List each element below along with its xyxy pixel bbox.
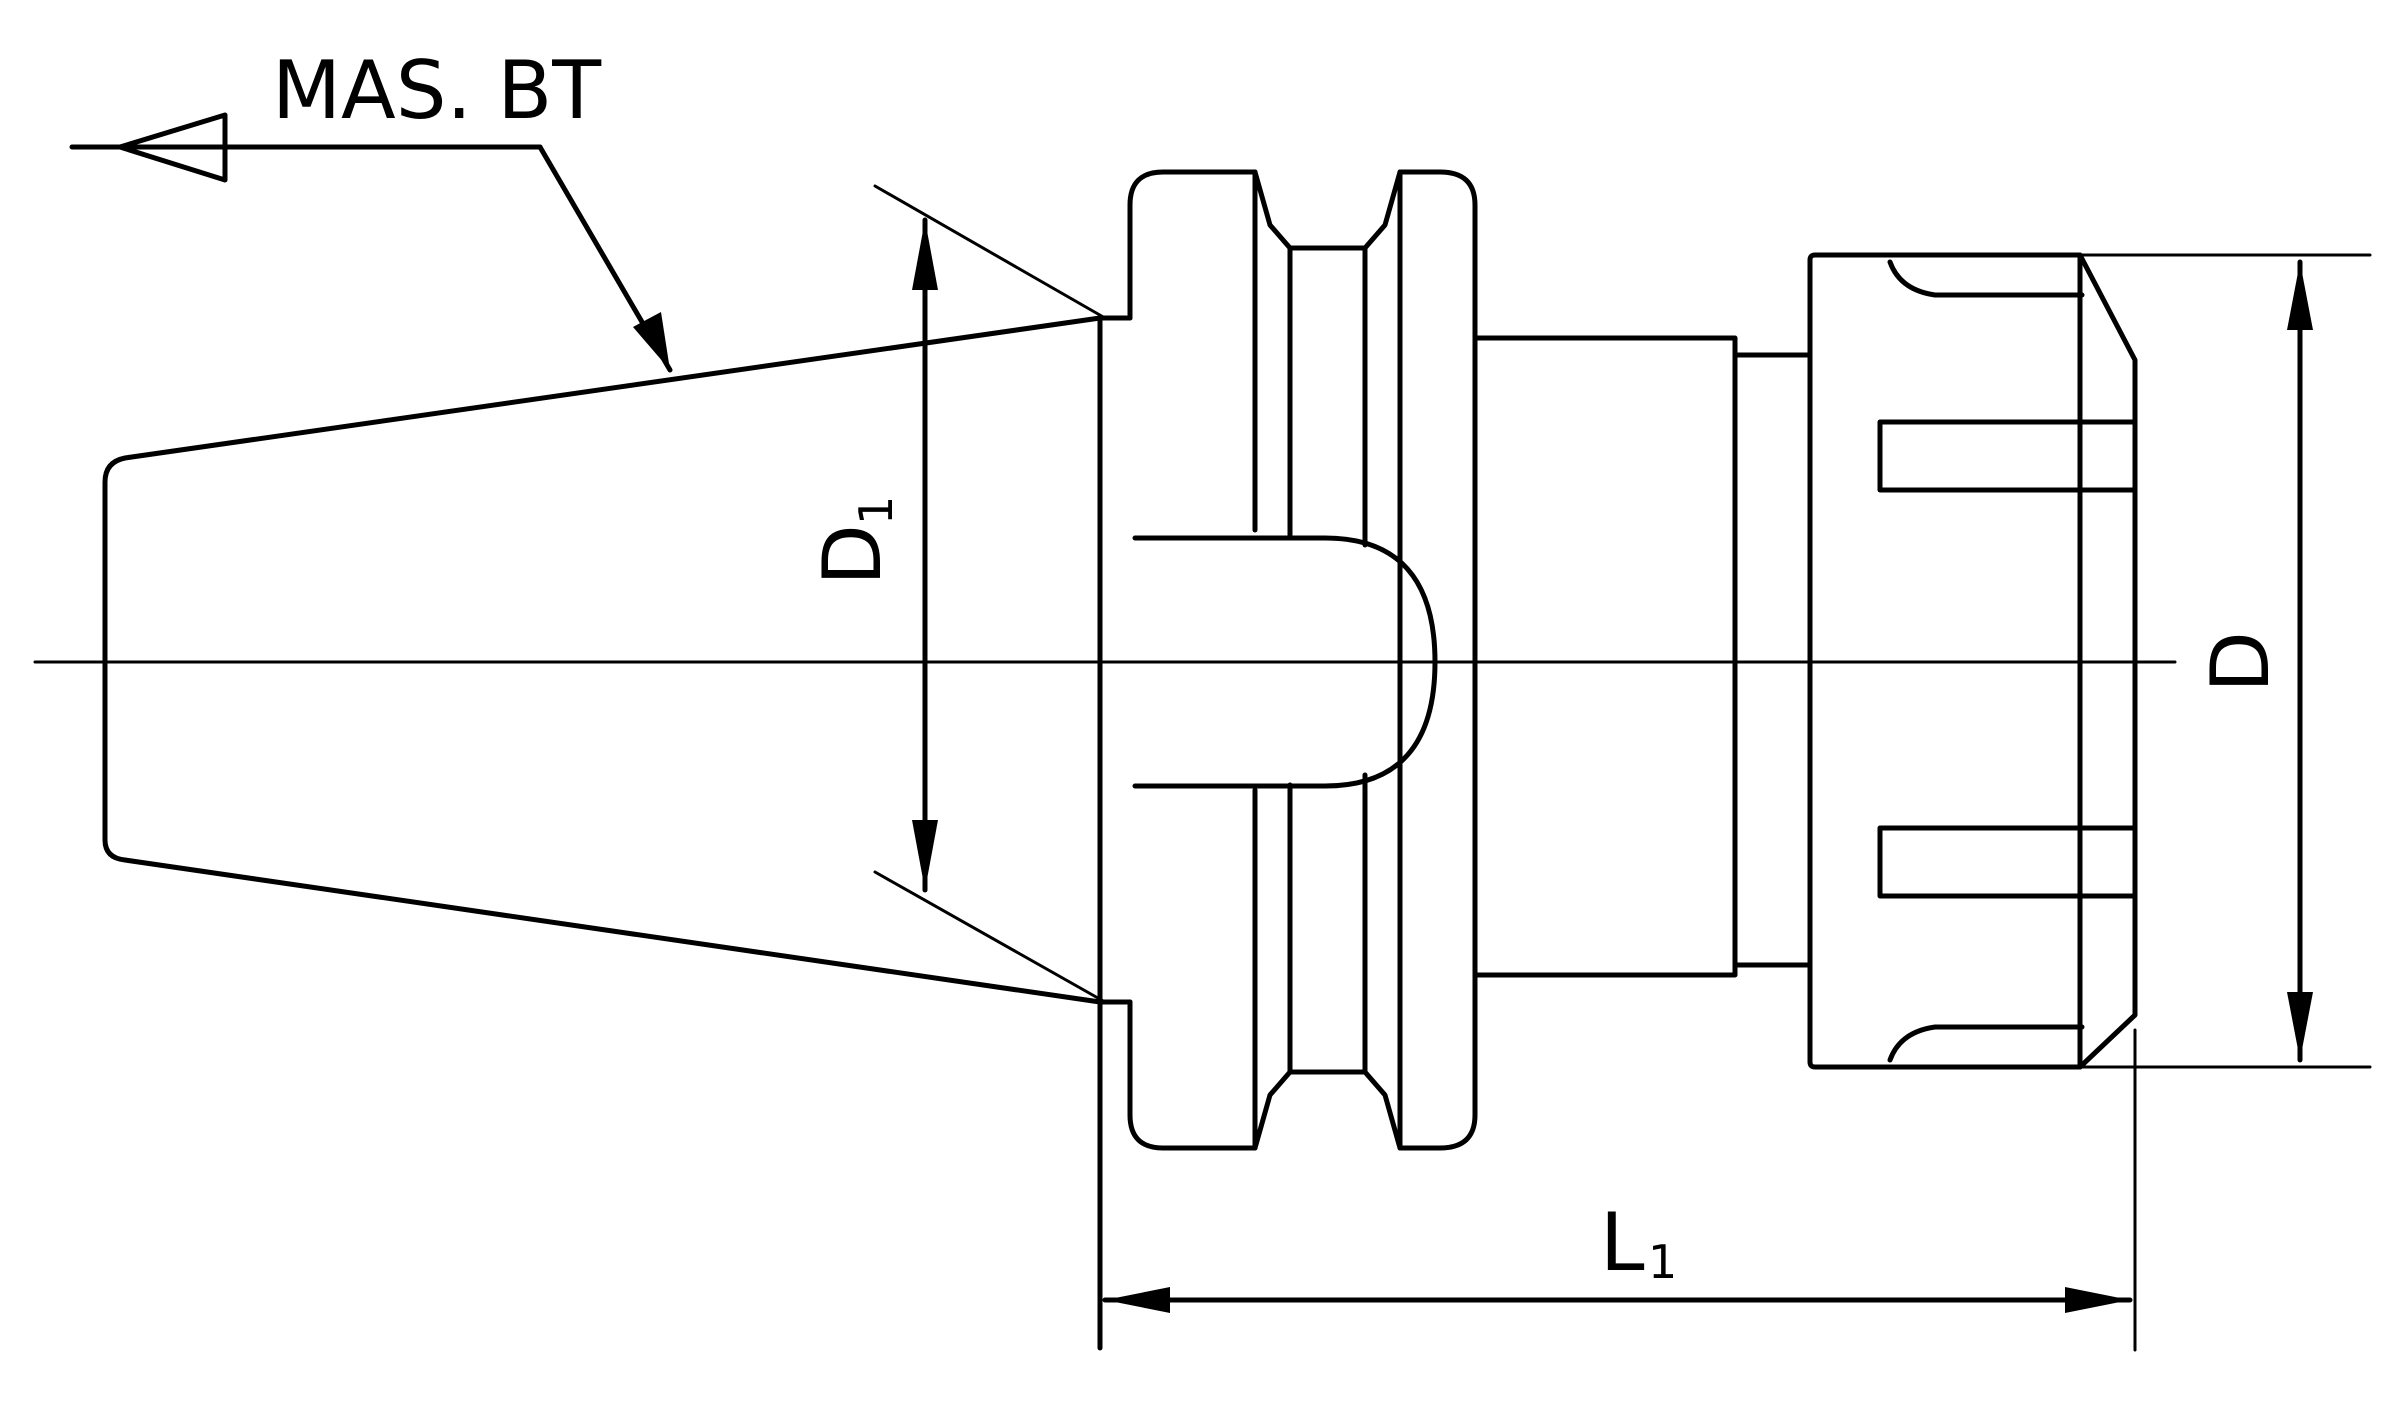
- l1-arrowhead: [2065, 1287, 2130, 1313]
- d1-extension-line: [873, 184, 1107, 320]
- spec-leader-arrowhead: [633, 312, 670, 370]
- d-label: D: [2194, 631, 2287, 693]
- collet-nut-chamfer: [1887, 1024, 2085, 1063]
- collet-nut: [1807, 252, 2138, 1070]
- d-arrowhead: [2287, 992, 2313, 1060]
- d1-arrowhead: [912, 220, 938, 290]
- d1-label: D: [806, 524, 899, 586]
- l1-arrowhead: [1105, 1287, 1170, 1313]
- collet-nut-slot: [1877, 825, 2138, 899]
- drive-key-slot: [1132, 535, 1438, 789]
- l1-label-subscript: 1: [1648, 1235, 1677, 1289]
- d1-extension-line: [873, 870, 1107, 1004]
- d-arrowhead: [2287, 262, 2313, 330]
- collet-nut-slot: [1877, 419, 2138, 493]
- collet-nut-chamfer: [1887, 259, 2085, 298]
- taper-spec-label: MAS. BT: [272, 44, 602, 137]
- spec-leader-triangle: [117, 112, 228, 183]
- shank-body: [1472, 335, 1738, 978]
- flange-outline: [1127, 169, 1478, 1151]
- d1-arrowhead: [912, 820, 938, 890]
- d1-label-subscript: 1: [849, 496, 903, 525]
- l1-label: L: [1600, 1196, 1645, 1289]
- taper-cone: [102, 315, 1103, 1005]
